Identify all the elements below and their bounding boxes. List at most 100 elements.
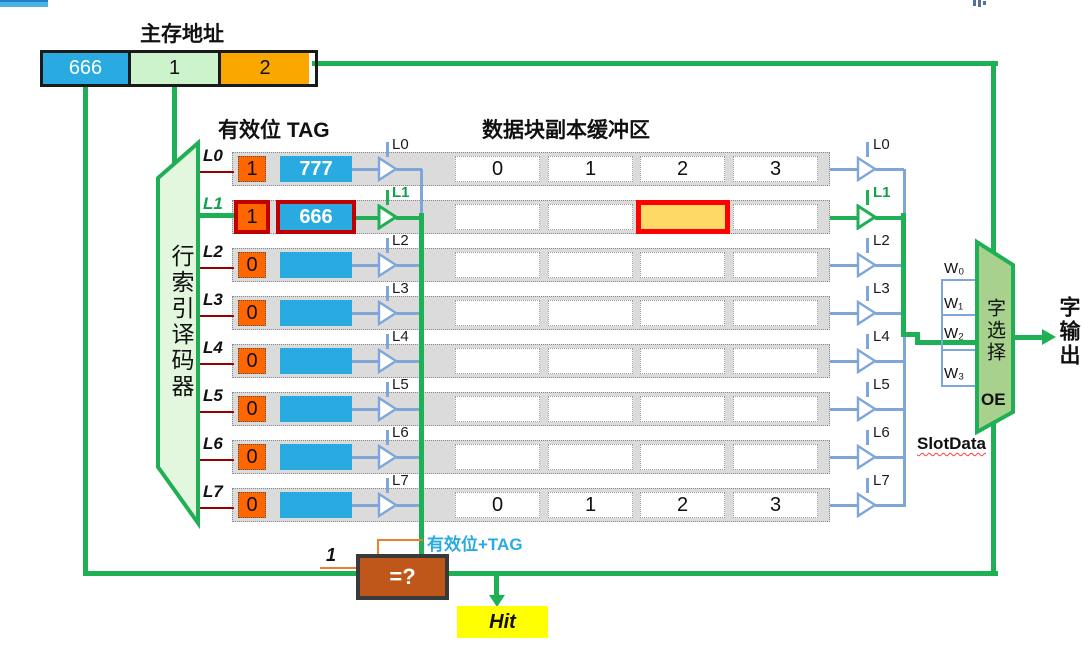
tag-wire-horizontal	[83, 571, 358, 576]
w-bracket	[941, 385, 979, 387]
data-word-cell	[640, 444, 725, 470]
oe-label: OE	[981, 390, 1006, 409]
tag-to-buffer-wire	[352, 408, 378, 411]
top-right-artifact	[983, 1, 986, 5]
data-buffer-triangle	[856, 396, 877, 422]
tag-out-wire	[396, 264, 422, 267]
tag-bus-green	[419, 213, 424, 557]
valid-tag-header: 有效位 TAG	[218, 119, 330, 142]
data-buffer-triangle	[856, 252, 877, 278]
word-select-mux	[975, 238, 1015, 436]
line-label-left: L1	[203, 194, 223, 213]
tag-cell	[280, 492, 352, 518]
line-label-tag: L2	[392, 232, 409, 249]
data-bus-wire	[875, 456, 904, 459]
data-word-cell: 1	[548, 492, 633, 518]
tag-buffer-triangle	[377, 492, 398, 518]
tag-out-wire	[396, 360, 422, 363]
word-output-label: 字输出	[1057, 296, 1080, 368]
line-label-left: L3	[203, 290, 223, 309]
tag-comparator: =?	[356, 554, 449, 600]
address-line-field: 1	[131, 53, 221, 84]
tag-select-tick	[386, 478, 389, 493]
cache-line-row: L5 0 L5 L5	[0, 376, 1083, 426]
valid-bit-cell: 0	[238, 252, 266, 278]
data-buffer-triangle	[856, 300, 877, 326]
data-select-tick	[866, 478, 869, 493]
data-word-cell	[733, 300, 818, 326]
data-word-cell: 2	[640, 156, 725, 182]
data-word-cell	[733, 396, 818, 422]
data-word-cell	[733, 252, 818, 278]
valid-bit-cell: 0	[238, 300, 266, 326]
decoder-line-wire	[198, 267, 234, 269]
address-word-field: 2	[221, 53, 309, 84]
data-out-wire	[830, 312, 857, 315]
tag-cell: 777	[280, 156, 352, 182]
word-offset-wire-horizontal	[312, 61, 998, 66]
data-word-cell	[455, 204, 540, 230]
tag-cell	[280, 252, 352, 278]
tag-out-wire	[396, 408, 422, 411]
data-word-cell	[455, 444, 540, 470]
line-index-wire	[172, 80, 177, 166]
cache-line-row: L4 0 L4 L4	[0, 328, 1083, 378]
valid-constant-wire	[320, 567, 356, 569]
tag-to-buffer-wire	[352, 312, 378, 315]
word-offset-wire-vertical	[991, 61, 996, 255]
decoder-line-wire	[198, 315, 234, 317]
data-word-cell	[640, 348, 725, 374]
data-bus-wire	[875, 312, 904, 315]
tag-out-wire	[396, 504, 422, 507]
tag-buffer-triangle	[377, 252, 398, 278]
w3-label: W₃	[944, 365, 965, 382]
line-label-data: L3	[873, 280, 890, 297]
line-label-left: L7	[203, 482, 223, 501]
data-word-cell	[640, 252, 725, 278]
word-select-label: 字选择	[984, 298, 1005, 364]
valid-bit-cell: 0	[238, 396, 266, 422]
tag-select-tick	[386, 286, 389, 301]
w-bracket	[941, 279, 979, 281]
line-label-left: L2	[203, 242, 223, 261]
page-title: 主存地址	[140, 23, 224, 46]
data-out-wire	[830, 456, 857, 459]
data-out-wire	[830, 504, 857, 507]
tag-cell	[280, 444, 352, 470]
line-label-data: L6	[873, 424, 890, 441]
tag-out-wire	[396, 216, 422, 220]
tag-buffer-triangle	[377, 348, 398, 374]
decoder-line-wire	[198, 507, 234, 509]
tag-to-buffer-wire	[352, 264, 378, 267]
tag-select-tick	[386, 334, 389, 349]
decoder-label: 行索引译码器	[168, 244, 194, 400]
line-label-tag: L4	[392, 328, 409, 345]
data-bus-wire	[875, 264, 904, 267]
tag-to-buffer-wire	[352, 456, 378, 459]
data-buffer-triangle	[856, 492, 877, 518]
decoder-line-wire	[198, 363, 234, 365]
line-label-tag: L1	[392, 184, 410, 201]
data-word-cell	[640, 396, 725, 422]
w1-label: W₁	[944, 295, 964, 312]
data-word-cell	[455, 300, 540, 326]
hit-label: Hit	[457, 606, 548, 638]
data-bus-wire	[875, 216, 904, 220]
slotdata-to-w2-wire	[915, 332, 920, 345]
line-label-tag: L3	[392, 280, 409, 297]
tag-buffer-triangle	[377, 300, 398, 326]
tag-wire-vertical	[83, 80, 88, 576]
tag-select-tick	[386, 142, 389, 157]
data-select-tick	[866, 286, 869, 301]
tag-bus-blue	[420, 169, 423, 217]
line-label-data: L5	[873, 376, 890, 393]
line-label-left: L6	[203, 434, 223, 453]
tag-cell: 666	[276, 200, 356, 234]
data-buffer-header: 数据块副本缓冲区	[482, 119, 650, 142]
data-buffer-triangle	[856, 348, 877, 374]
slotdata-to-w2-wire	[915, 340, 979, 345]
data-word-cell	[636, 200, 730, 234]
data-out-wire	[830, 360, 857, 363]
